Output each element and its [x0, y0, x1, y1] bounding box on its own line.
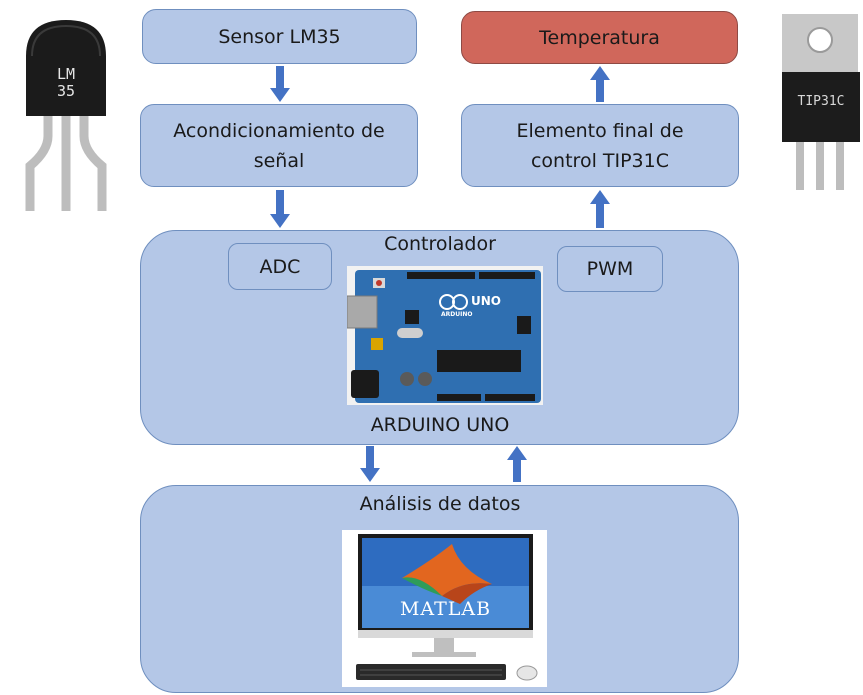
temperatura-box: Temperatura [461, 11, 738, 64]
arrow-controller-to-actuator [590, 190, 610, 228]
controller-title: Controlador [384, 233, 496, 255]
lm35-marking-line1: LM [56, 65, 76, 83]
arrow-controller-to-analysis [360, 446, 380, 482]
arduino-sublogo-text: ARDUINO [441, 311, 473, 318]
analysis-title: Análisis de datos [359, 493, 521, 515]
arrow-actuator-to-temperature [590, 66, 610, 102]
arduino-logo-text: UNO [471, 294, 501, 308]
lm35-marking-line2: 35 [56, 82, 76, 100]
adc-box: ADC [228, 243, 332, 290]
arrow-analysis-to-controller [507, 446, 527, 482]
adc-label: ADC [259, 255, 301, 278]
conditioning-label: Acondicionamiento de señal [173, 119, 385, 172]
arduino-uno-label: ARDUINO UNO [370, 414, 510, 436]
arduino-uno-board-image: UNO ARDUINO [347, 266, 543, 405]
arrow-sensor-to-conditioning [270, 66, 290, 102]
conditioning-box: Acondicionamiento de señal [140, 104, 418, 187]
actuator-box: Elemento final de control TIP31C [461, 104, 739, 187]
pwm-label: PWM [586, 258, 634, 280]
sensor-lm35-label: Sensor LM35 [218, 25, 341, 48]
matlab-logo-text: MATLAB [399, 598, 492, 620]
sensor-lm35-box: Sensor LM35 [142, 9, 417, 64]
matlab-computer-image: MATLAB [342, 530, 547, 687]
temperatura-label: Temperatura [539, 26, 660, 49]
tip31c-transistor-image: TIP31C [780, 14, 860, 194]
tip31c-marking: TIP31C [797, 94, 845, 109]
arrow-conditioning-to-controller [270, 190, 290, 228]
lm35-sensor-image: LM 35 [8, 16, 118, 211]
actuator-label: Elemento final de control TIP31C [516, 119, 684, 172]
lm35-marking: LM 35 [26, 66, 106, 100]
pwm-box: PWM [557, 246, 663, 292]
